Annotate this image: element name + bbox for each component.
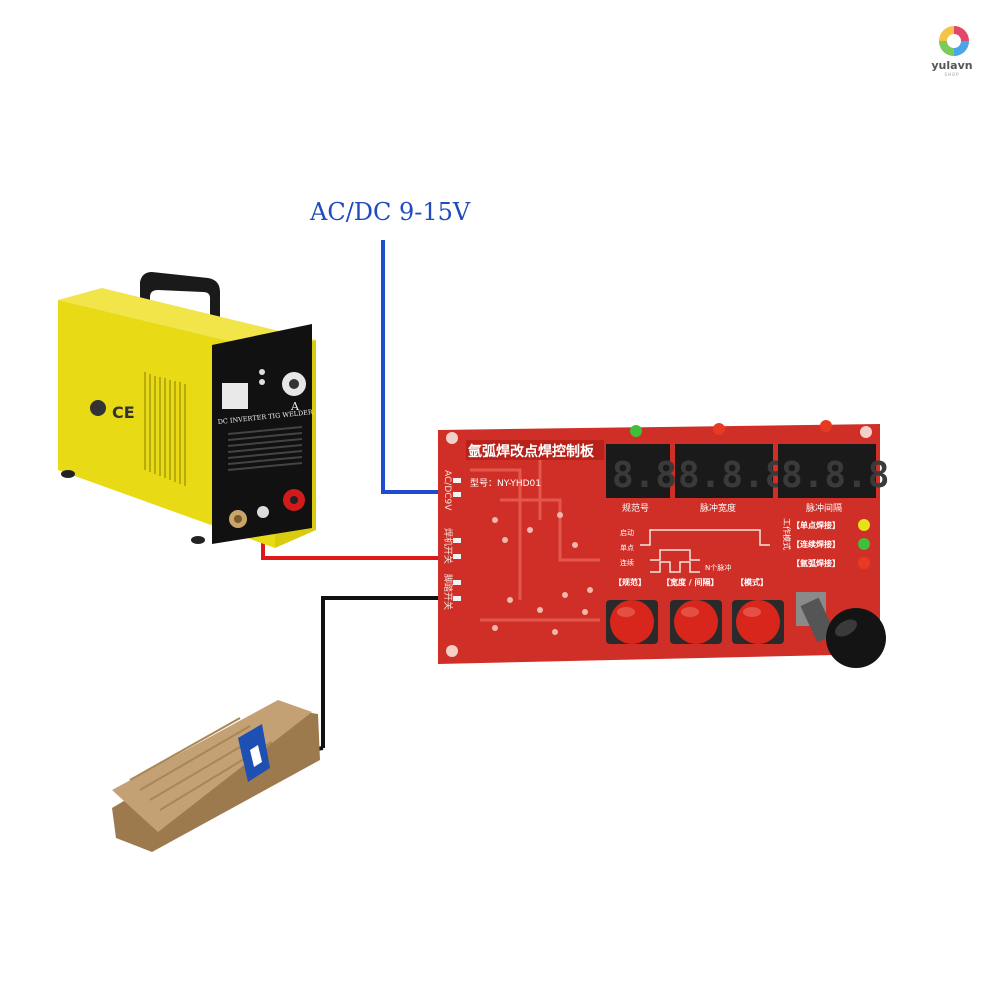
mode-tig: 【氩弧焊接】 [792,558,840,568]
button-label-width: 【宽度 / 间隔】 [662,577,719,587]
display-label-width: 脉冲宽度 [700,502,736,514]
pcb-pads [492,512,593,635]
brand-subtitle: SHOP [944,72,960,77]
button-label-mode: 【模式】 [736,577,768,587]
welder-handle [140,272,220,330]
button-label-spec: 【规范】 [614,577,646,587]
dial-unit: A [290,400,300,413]
tig-welder: CE A DC INVERTER TIG WELDER [58,272,316,548]
wave-label-single: 单点 [620,543,634,552]
wave-label-continuous: 连续 [620,558,634,567]
display-3-digits: 8.8.8 [781,455,889,496]
display-3 [778,444,876,498]
gas-terminal [257,506,269,518]
display-2 [675,444,773,498]
power-wire [381,240,440,494]
indicator-icon [259,369,265,375]
board-title: 氩弧焊改点焊控制板 [468,443,595,460]
terminal-label-pedal: 脚踏开关 [442,574,454,610]
foot-pedal [112,700,324,852]
board-model: 型号：NY-YHD01 [470,478,541,489]
terminal-label-welder: 焊机开关 [442,528,454,564]
pedal-label-mark [250,745,262,767]
waveform-diagram [640,529,770,573]
pedal-wire [321,596,440,748]
display-2-digits: 8.8.8 [678,455,786,496]
led-red-top [820,420,832,432]
display-label-spec: 规范号 [622,502,649,514]
mode-side-label: 工作模式 [782,518,792,550]
display-1-digits: 8.8 [612,455,677,496]
mode-button[interactable] [732,600,784,644]
encoder-knob[interactable] [796,592,886,668]
mode-continuous: 【连续焊接】 [792,539,840,549]
brand-logo-icon [939,26,969,56]
led-red-top [713,423,725,435]
spec-button[interactable] [606,600,658,644]
ce-mark: CE [112,403,135,422]
width-interval-button[interactable] [670,600,722,644]
left-terminals [453,478,461,601]
power-switch [222,383,248,409]
dial-knob [289,379,299,389]
logo-icon [90,400,106,416]
display-label-interval: 脉冲间隔 [806,502,842,514]
pulse-note: N个脉冲 [705,563,731,572]
indicator-icon [259,379,265,385]
side-vents [144,372,186,486]
mode-single: 【单点焊接】 [792,520,840,530]
control-board: AC/DC9V 焊机开关 脚踏开关 氩弧焊改点焊控制板 型号：NY-YHD01 … [438,420,889,668]
led-mode-single [858,519,870,531]
welder-top [58,288,316,352]
led-mode-continuous [858,538,870,550]
wave-label-start: 启动 [620,528,634,537]
brand-name: yulavn [931,59,973,72]
title-plate [466,440,604,460]
pcb-traces [470,460,600,622]
display-1 [606,444,670,498]
led-green-top [630,425,642,437]
power-supply-label: AC/DC 9-15V [310,198,471,226]
front-vents [227,426,303,471]
terminal-label-power: AC/DC9V [442,470,452,511]
brand-watermark: yulavn SHOP [922,24,982,80]
led-mode-tig [858,557,870,569]
